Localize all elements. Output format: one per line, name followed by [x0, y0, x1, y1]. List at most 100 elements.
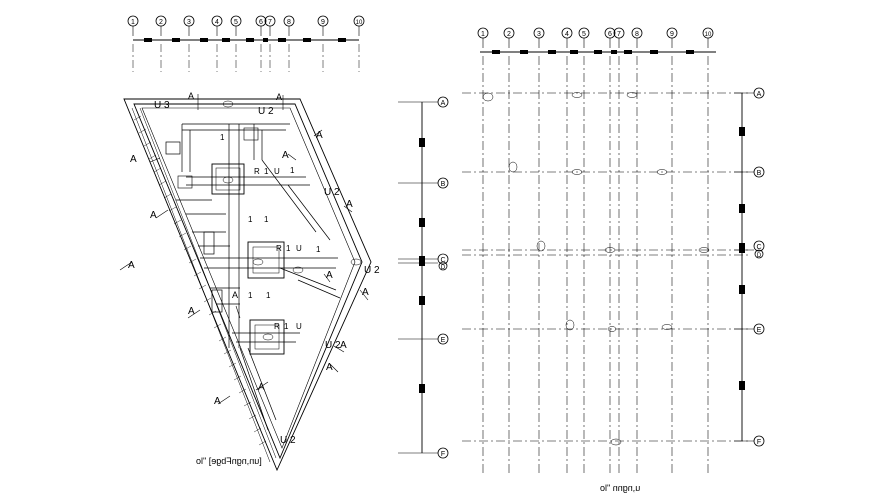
left-axis-label-1: 1: [131, 19, 135, 26]
left-axis-bubble-3: 3: [183, 15, 195, 27]
beam-label: U 2: [280, 435, 296, 446]
left-beam-labels: U 3 U 2 U 2 U 2 U 2 U 2 R 1 U R 1 U R 1 …: [154, 100, 380, 446]
left-axis-bubble-4: 4: [211, 15, 223, 27]
section-marker-label: A: [276, 92, 282, 102]
left-axis-label-3: 3: [187, 19, 191, 26]
footing-pad-1: [211, 163, 245, 195]
right-axis-bubble-8: 8: [631, 27, 643, 39]
axis-label-right-E: E: [757, 327, 762, 334]
left-hatched-strip: [131, 107, 277, 463]
axis-bubble-left-F: F: [437, 447, 449, 459]
section-marker-label: A: [150, 210, 157, 221]
beam-label-small: 1: [220, 133, 225, 142]
axis-label-right-C: C: [756, 244, 761, 251]
right-axis-label-8: 8: [635, 31, 639, 38]
axis-bubble-left-C: C: [437, 253, 449, 265]
section-marker-label: A: [128, 260, 135, 271]
axis-bubble-left-D: D: [438, 261, 448, 271]
left-axis-bubble-2: 2: [155, 15, 167, 27]
right-axis-bubble-9: 9: [666, 27, 678, 39]
section-marker-label: A: [326, 362, 333, 373]
axis-bubble-right-D: D: [754, 249, 764, 259]
section-marker-label: A: [346, 199, 353, 210]
axis-label-right-D: D: [757, 253, 762, 259]
beam-label-small: U: [296, 322, 302, 331]
left-axis-label-6: 6: [259, 19, 263, 26]
right-axis-bubble-3: 3: [533, 27, 545, 39]
left-interior-beams: [165, 123, 341, 431]
left-footing-tags: [222, 100, 362, 341]
left-axis-bubble-6: 6: [255, 15, 267, 27]
beam-label-small: 1: [290, 166, 295, 175]
axis-bubble-right-E: E: [753, 323, 765, 335]
right-axis-label-1: 1: [481, 31, 485, 38]
beam-label: U 2: [364, 265, 380, 276]
left-axis-bubble-7: 7: [264, 15, 276, 27]
beam-label-small: R: [274, 322, 280, 331]
left-axis-label-2: 2: [159, 19, 163, 26]
left-axis-label-5: 5: [234, 19, 238, 26]
left-section-markers: A A A A A A A A A A A A A A A A: [119, 91, 369, 407]
left-axis-bubble-1: 1: [127, 15, 139, 27]
right-axis-bubble-6: 6: [604, 27, 616, 39]
right-axis-bubble-5: 5: [578, 27, 590, 39]
axis-bubble-right-C: C: [753, 240, 765, 252]
axis-label-left-C: C: [440, 257, 445, 264]
right-axis-bubble-4: 4: [561, 27, 573, 39]
section-marker-label: A: [188, 91, 194, 101]
right-axis-label-7: 7: [617, 31, 621, 38]
section-marker-label: A: [316, 130, 323, 141]
section-marker-label: A: [340, 340, 347, 351]
left-axis-bubble-9: 9: [317, 15, 329, 27]
right-axis-label-9: 9: [670, 31, 674, 38]
footing-pad-3: [249, 319, 285, 355]
left-plan-caption: [un,ngnFbge] "lo: [196, 456, 262, 466]
axis-bubble-left-B: B: [437, 177, 449, 189]
section-marker-label: A: [232, 290, 238, 300]
section-marker-label: A: [214, 396, 221, 407]
right-horizontal-grid: [462, 92, 750, 442]
axis-bubble-right-A: A: [753, 87, 765, 99]
right-plan-left-axis: A B C D E F: [398, 96, 449, 459]
footing-pad-2: [247, 241, 285, 279]
left-axis-label-4: 4: [215, 19, 219, 26]
section-marker-label: A: [188, 306, 195, 317]
right-axis-label-4: 4: [565, 31, 569, 38]
beam-label-small: R: [254, 167, 260, 176]
axis-label-left-F: F: [441, 451, 445, 458]
right-vertical-grid: [482, 56, 709, 476]
left-column-pads: [177, 127, 285, 355]
axis-label-right-F: F: [757, 439, 761, 446]
section-marker-label: A: [362, 287, 369, 298]
beam-label: U 2: [258, 106, 274, 117]
left-boundary-walls: [123, 98, 372, 472]
beam-label-small: 1: [264, 215, 269, 224]
right-plan-right-axis: A B C D E F: [734, 87, 765, 447]
axis-label-right-B: B: [757, 170, 762, 177]
axis-bubble-right-B: B: [753, 166, 765, 178]
beam-label: U 2: [325, 340, 341, 351]
beam-label: U 2: [324, 187, 340, 198]
left-axis-bubble-10: 10: [353, 15, 365, 27]
beam-label-small: U: [296, 244, 302, 253]
axis-label-left-E: E: [441, 337, 446, 344]
right-axis-bubble-1: 1: [477, 27, 489, 39]
left-axis-label-10: 10: [356, 20, 363, 26]
axis-label-left-A: A: [441, 100, 446, 107]
beam-label-small: 1: [248, 215, 253, 224]
beam-label-small: R: [276, 244, 282, 253]
right-axis-label-10: 10: [705, 32, 712, 38]
right-grid-plan: 1 2 3 4 5 6 7 8 9 10: [398, 27, 765, 476]
beam-label: U 3: [154, 100, 170, 111]
right-top-axis: 1 2 3 4 5 6 7 8 9 10: [477, 27, 716, 54]
section-marker-label: A: [282, 150, 289, 161]
section-marker-label: A: [130, 154, 137, 165]
beam-label-small: 1: [286, 244, 291, 253]
right-axis-label-5: 5: [582, 31, 586, 38]
left-axis-bubble-5: 5: [230, 15, 242, 27]
beam-label-small: 1: [248, 291, 253, 300]
axis-label-right-A: A: [757, 91, 762, 98]
beam-label-small: 1: [264, 167, 269, 176]
left-axis-bubble-8: 8: [283, 15, 295, 27]
